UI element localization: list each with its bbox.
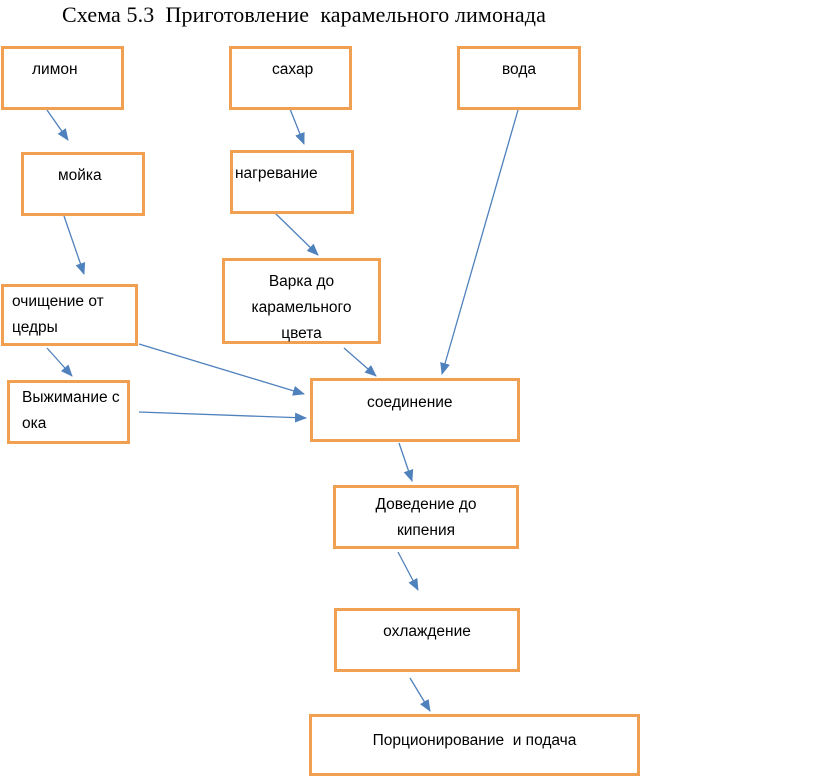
node-juice-squeezing: Выжимание сока (7, 380, 130, 444)
node-peeling: очищение от цедры (1, 284, 138, 346)
arrow-juice-to-combining (138, 411, 307, 423)
arrow-cooling-to-portioning (409, 677, 431, 712)
node-combining-label: соединение (367, 394, 453, 411)
node-boiling: Доведение до кипения (333, 485, 519, 549)
arrow-water-to-combining (440, 109, 519, 375)
arrow-lemon-to-washing (46, 109, 69, 141)
node-washing-label: мойка (58, 167, 102, 184)
arrow-peeling-to-combining (138, 343, 305, 396)
node-cooling: охлаждение (334, 608, 520, 672)
node-caramel-cooking: Варка до карамельного цвета (222, 258, 381, 344)
arrow-boiling-to-cooling (397, 551, 419, 591)
node-juice-squeezing-label: Выжимание сока (22, 389, 120, 432)
diagram-title: Схема 5.3 Приготовление карамельного лим… (62, 2, 546, 27)
node-heating: нагревание (230, 150, 354, 214)
arrow-combining-to-boiling (398, 442, 414, 482)
node-combining: соединение (310, 378, 520, 442)
arrow-washing-to-peeling (63, 215, 86, 275)
node-peeling-label: очищение от цедры (12, 293, 104, 336)
node-sugar: сахар (229, 46, 352, 110)
node-caramel-cooking-label: Варка до карамельного цвета (251, 273, 352, 342)
node-water-label: вода (502, 61, 537, 78)
arrow-peeling-to-juice (46, 347, 73, 377)
node-lemon-label: лимон (32, 61, 78, 78)
node-washing: мойка (21, 152, 145, 216)
node-boiling-label: Доведение до кипения (375, 496, 477, 539)
arrow-heating-to-caramel (274, 212, 319, 256)
node-water: вода (457, 46, 581, 110)
node-heating-label: нагревание (235, 165, 318, 182)
node-portioning-label: Порционирование и подача (372, 732, 577, 749)
arrow-caramel-to-combining (343, 347, 377, 377)
arrow-sugar-to-heating (289, 108, 305, 145)
node-cooling-label: охлаждение (383, 623, 471, 640)
node-sugar-label: сахар (272, 61, 314, 78)
node-portioning: Порционирование и подача (309, 714, 640, 776)
node-lemon: лимон (1, 46, 124, 110)
